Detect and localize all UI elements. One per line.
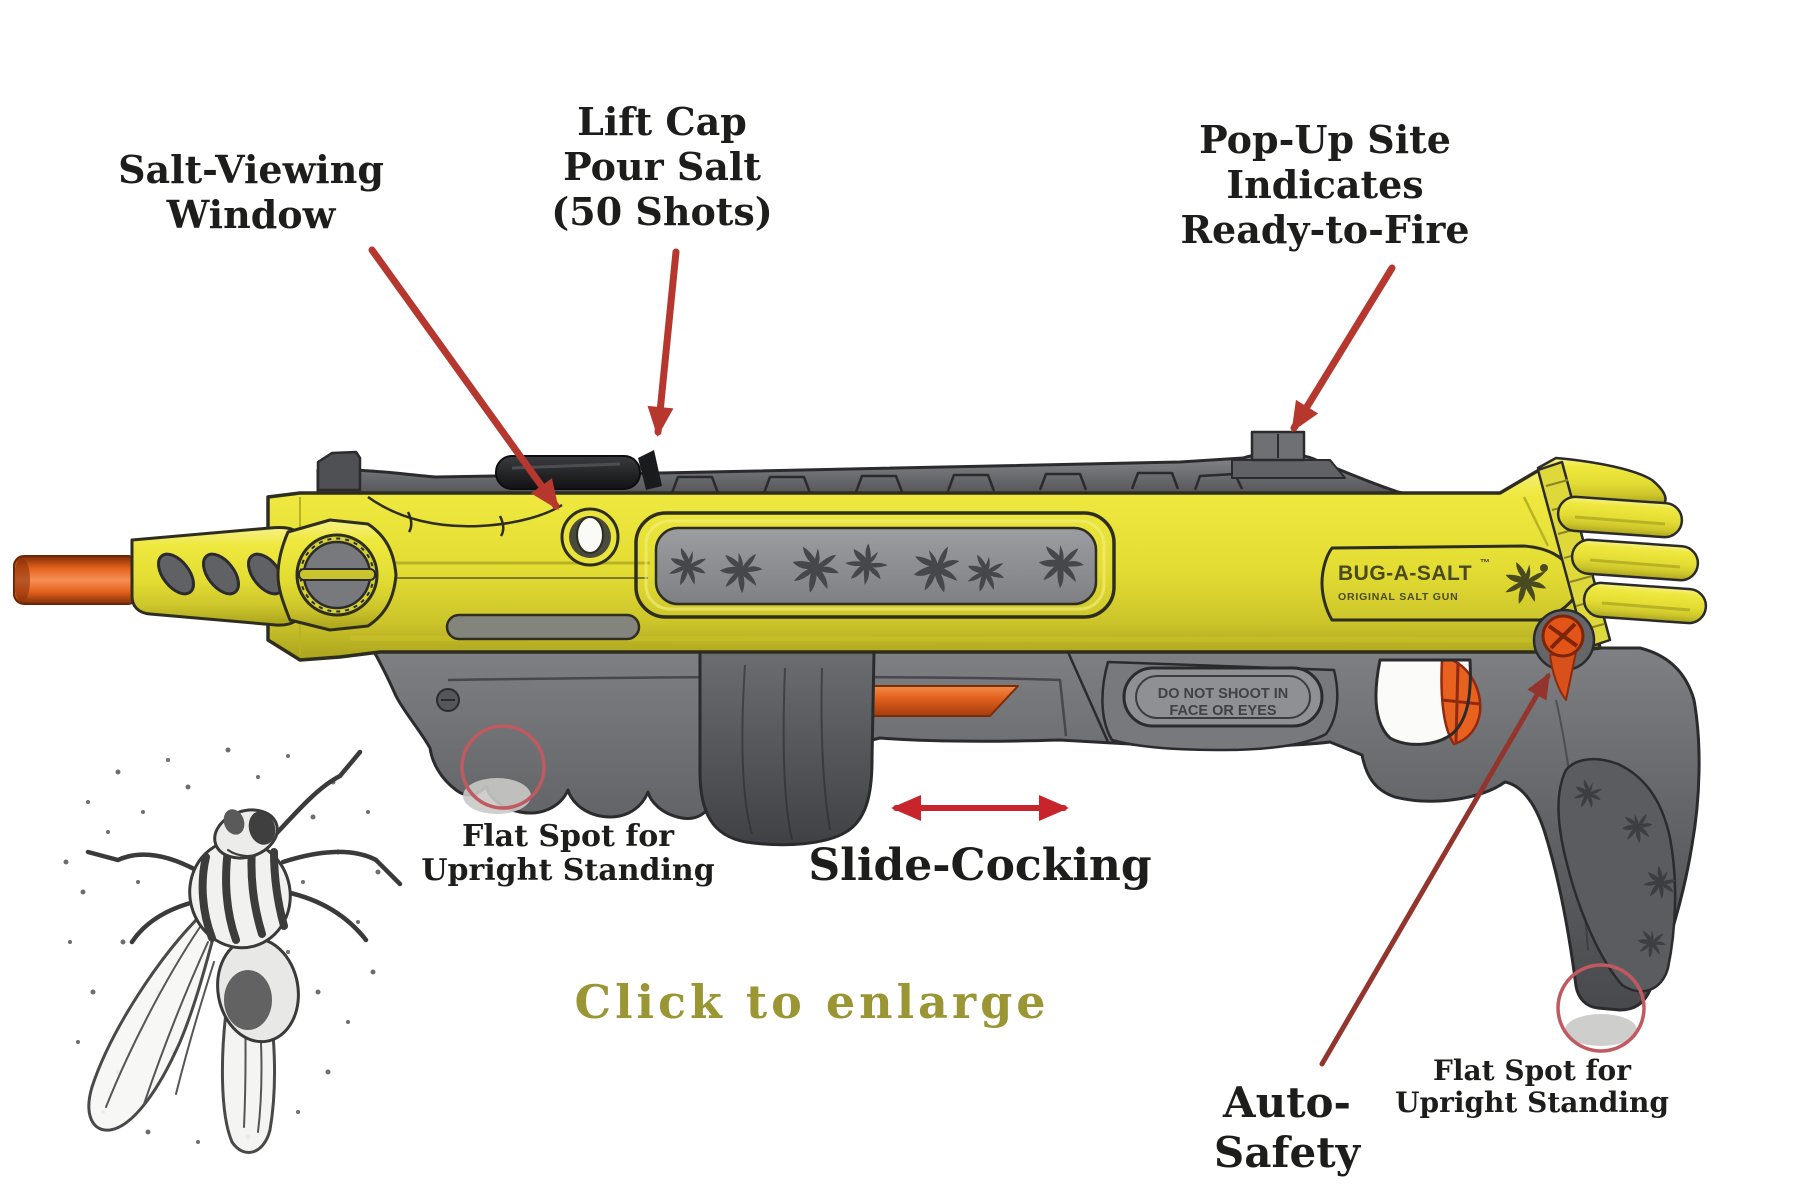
label-line: Flat Spot for bbox=[461, 819, 675, 854]
auto-safety-button[interactable] bbox=[1532, 608, 1596, 701]
muzzle-block bbox=[130, 526, 302, 627]
fly-pattern-panel bbox=[634, 511, 1116, 619]
fly-sketch bbox=[63, 747, 403, 1154]
trigger-assembly bbox=[1374, 658, 1482, 746]
label-line: Upright Standing bbox=[421, 853, 715, 889]
label-popup-site: Pop-Up Site Indicates Ready-to-Fire bbox=[1180, 117, 1470, 252]
label-line: Flat Spot for bbox=[1433, 1054, 1631, 1087]
logo-tm: ™ bbox=[1480, 558, 1490, 569]
label-salt-viewing-window: Salt-Viewing Window bbox=[118, 147, 384, 238]
label-lift-cap: Lift Cap Pour Salt (50 Shots) bbox=[551, 99, 773, 234]
hump-seam bbox=[367, 495, 563, 528]
rail-left-tower bbox=[316, 450, 362, 492]
warning-text-line2: FACE OR EYES bbox=[1169, 703, 1276, 719]
label-line: Pop-Up Site bbox=[1199, 117, 1451, 162]
label-flat-spot-right: Flat Spot for Upright Standing bbox=[1395, 1055, 1669, 1119]
label-line: (50 Shots) bbox=[551, 188, 773, 234]
fly-legs bbox=[85, 749, 403, 945]
label-line: Auto- bbox=[1223, 1078, 1351, 1127]
label-line: Pour Salt bbox=[563, 143, 761, 189]
flat-spot-ring-right bbox=[1556, 963, 1646, 1053]
label-auto-safety: Auto- Safety bbox=[1214, 1078, 1360, 1177]
logo-subtitle: ORIGINAL SALT GUN bbox=[1338, 591, 1459, 603]
click-to-enlarge-link[interactable]: Click to enlarge bbox=[574, 975, 1050, 1029]
label-line: Lift Cap bbox=[577, 99, 747, 144]
top-rail bbox=[316, 430, 1422, 499]
label-line: Safety bbox=[1213, 1127, 1361, 1177]
fly-body bbox=[188, 808, 300, 1044]
label-slide-cocking: Slide-Cocking bbox=[808, 840, 1151, 892]
sight-base bbox=[1231, 459, 1346, 479]
body-slot bbox=[445, 613, 641, 641]
warning-text-line1: DO NOT SHOOT IN bbox=[1158, 686, 1289, 702]
pistol-grip[interactable] bbox=[1555, 699, 1682, 993]
rail-notches bbox=[670, 471, 1244, 494]
label-line: Ready-to-Fire bbox=[1180, 206, 1470, 252]
label-line: Slide-Cocking bbox=[808, 840, 1152, 891]
flat-spot-ring-left bbox=[460, 724, 546, 810]
muzzle-tip bbox=[13, 555, 139, 605]
muzzle-vents bbox=[157, 552, 285, 596]
callout-arrows bbox=[368, 246, 1551, 1067]
logo-title: BUG-A-SALT bbox=[1338, 562, 1472, 585]
arrow-lift-cap bbox=[647, 248, 680, 437]
barrel-dial[interactable] bbox=[276, 518, 398, 632]
fly-left-wing bbox=[87, 909, 218, 1132]
label-line: Salt-Viewing bbox=[118, 147, 384, 192]
label-flat-spot-left: Flat Spot for Upright Standing bbox=[421, 819, 715, 889]
label-line: Indicates bbox=[1226, 161, 1424, 207]
arrow-popup-site bbox=[1290, 264, 1396, 433]
label-line: Window bbox=[166, 191, 336, 237]
arrow-salt-viewing bbox=[368, 246, 560, 511]
flat-spot-highlights bbox=[460, 724, 1646, 1053]
warning-badge: DO NOT SHOOT IN FACE OR EYES bbox=[1101, 660, 1339, 752]
logo-plate: BUG-A-SALT ™ ORIGINAL SALT GUN bbox=[1320, 544, 1584, 622]
stock-fingers bbox=[1536, 456, 1708, 650]
salt-viewing-window bbox=[560, 507, 620, 567]
arrow-auto-safety bbox=[1319, 672, 1551, 1067]
pump-handle[interactable] bbox=[698, 650, 876, 847]
logo-fly-icon bbox=[1501, 560, 1550, 608]
label-line: Upright Standing bbox=[1395, 1085, 1669, 1119]
